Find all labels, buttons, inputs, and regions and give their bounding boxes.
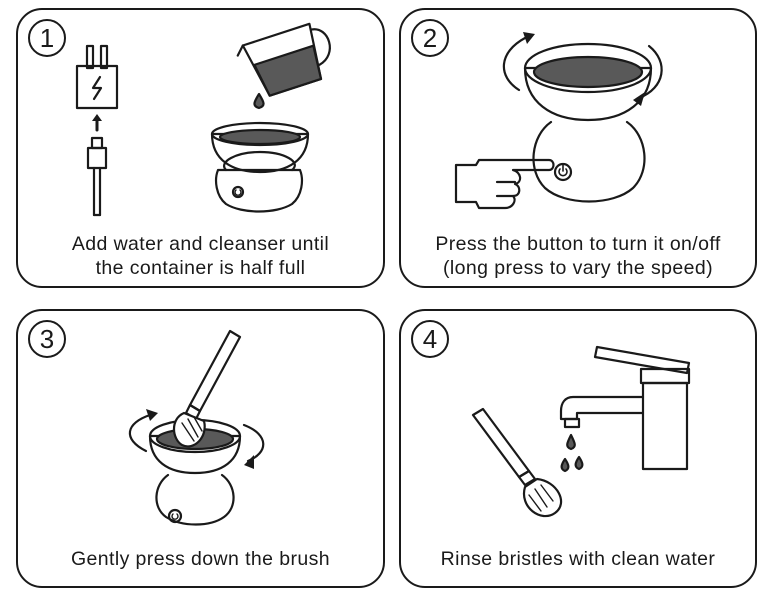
power-button-icon bbox=[553, 162, 573, 182]
pointing-hand-icon bbox=[454, 158, 555, 210]
step-caption: Gently press down the brush bbox=[70, 548, 330, 570]
step-4-panel: 4 Rinse bristles with clea bbox=[399, 309, 757, 588]
step-number: 1 bbox=[28, 19, 66, 57]
step-number: 4 bbox=[411, 320, 449, 358]
step-caption: Rinse bristles with clean water bbox=[440, 548, 716, 570]
power-plug-icon bbox=[75, 44, 119, 110]
step-number: 3 bbox=[28, 320, 66, 358]
step-number: 2 bbox=[411, 19, 449, 57]
water-drop-icon bbox=[574, 455, 584, 471]
step-1-illustration bbox=[75, 22, 331, 217]
step-caption: Add water and cleanser until bbox=[71, 233, 330, 255]
rotation-arrow-icon bbox=[502, 32, 663, 106]
makeup-brush-icon bbox=[172, 329, 242, 448]
step-3-panel: 3 bbox=[16, 309, 385, 588]
step-caption: the container is half full bbox=[95, 257, 306, 279]
step-1-panel: 1 bbox=[16, 8, 385, 288]
makeup-brush-icon bbox=[471, 407, 563, 518]
usb-cable-icon bbox=[86, 136, 108, 217]
step-2-illustration bbox=[454, 32, 663, 210]
water-drop-icon bbox=[253, 92, 265, 110]
step-3-illustration bbox=[128, 329, 265, 526]
power-button-icon bbox=[167, 508, 183, 524]
power-button-icon bbox=[231, 185, 245, 199]
step-caption: (long press to vary the speed) bbox=[443, 257, 713, 279]
cleaning-bowl-icon bbox=[210, 121, 310, 213]
cleaning-bowl-icon bbox=[523, 42, 653, 203]
step-4-illustration bbox=[471, 345, 691, 518]
step-2-panel: 2 bbox=[399, 8, 757, 288]
measuring-cup-icon bbox=[236, 22, 331, 97]
step-caption: Press the button to turn it on/off bbox=[435, 233, 721, 255]
arrow-up-icon bbox=[92, 114, 102, 132]
water-drop-icon bbox=[560, 457, 570, 473]
water-drop-icon bbox=[566, 433, 576, 451]
faucet-icon bbox=[559, 345, 691, 471]
rotation-arrow-icon bbox=[128, 409, 265, 469]
